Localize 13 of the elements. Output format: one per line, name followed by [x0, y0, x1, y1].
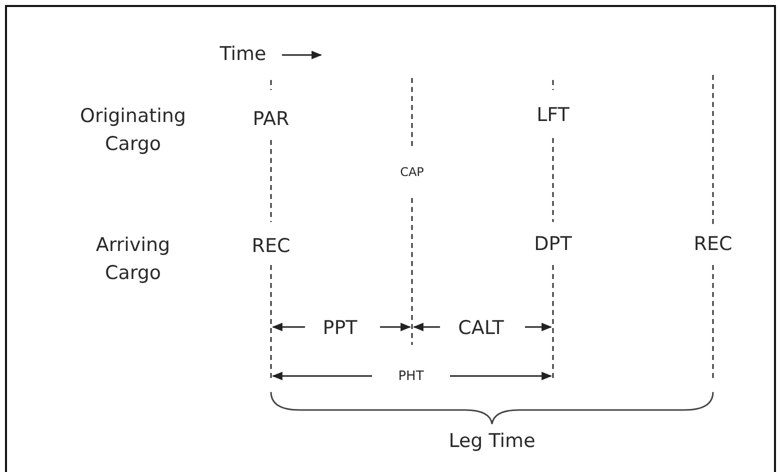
dimension-label: PHT — [397, 368, 425, 386]
row-label: Arriving Cargo — [94, 233, 172, 286]
event-label: REC — [250, 234, 292, 259]
dimension-label: CALT — [457, 316, 505, 341]
brace-label: Leg Time — [448, 429, 536, 454]
dimension-label: PPT — [322, 316, 358, 341]
event-label: PAR — [252, 107, 290, 132]
event-label: LFT — [536, 103, 570, 128]
row-label: Originating Cargo — [79, 104, 187, 157]
event-label: REC — [692, 232, 734, 257]
event-label: DPT — [533, 232, 573, 257]
axis-label: Time — [218, 42, 268, 67]
event-label: CAP — [399, 164, 425, 181]
